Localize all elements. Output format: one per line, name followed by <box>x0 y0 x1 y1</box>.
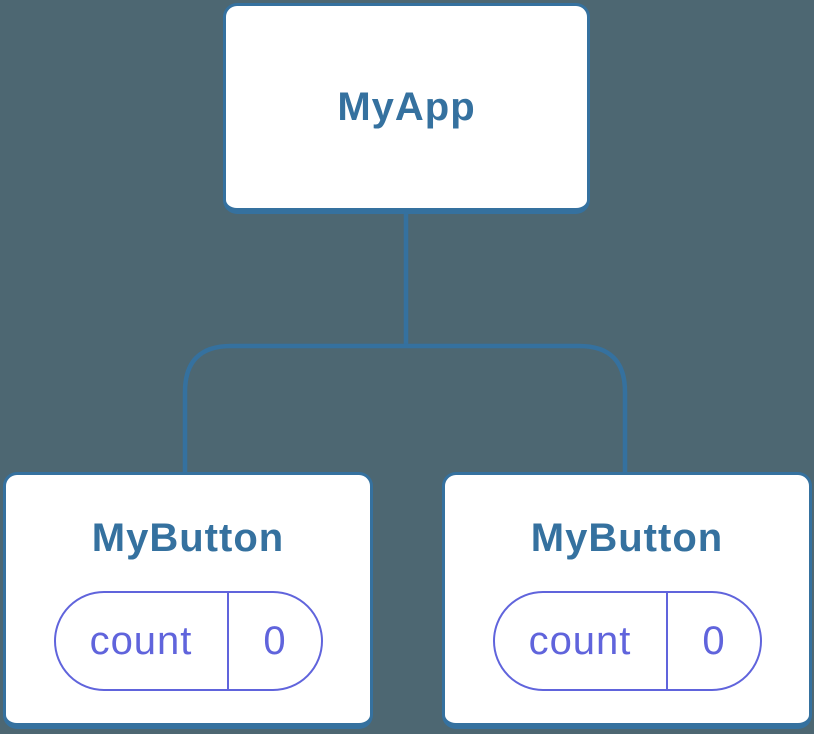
tree-branch-bracket <box>182 343 628 476</box>
node-label-mybutton-left: MyButton <box>91 516 285 560</box>
state-value-left: 0 <box>263 618 286 663</box>
node-label-myapp: MyApp <box>337 85 476 129</box>
state-key-left: count <box>56 593 229 689</box>
state-pill-left: count 0 <box>53 591 323 691</box>
state-value-right: 0 <box>702 618 725 663</box>
node-label-mybutton-right: MyButton <box>530 516 724 560</box>
state-pill-right: count 0 <box>492 591 762 691</box>
tree-node-myapp: MyApp <box>223 3 590 214</box>
tree-node-mybutton-left: MyButton count 0 <box>3 472 373 729</box>
state-key-right: count <box>495 593 668 689</box>
tree-node-mybutton-right: MyButton count 0 <box>442 472 812 729</box>
